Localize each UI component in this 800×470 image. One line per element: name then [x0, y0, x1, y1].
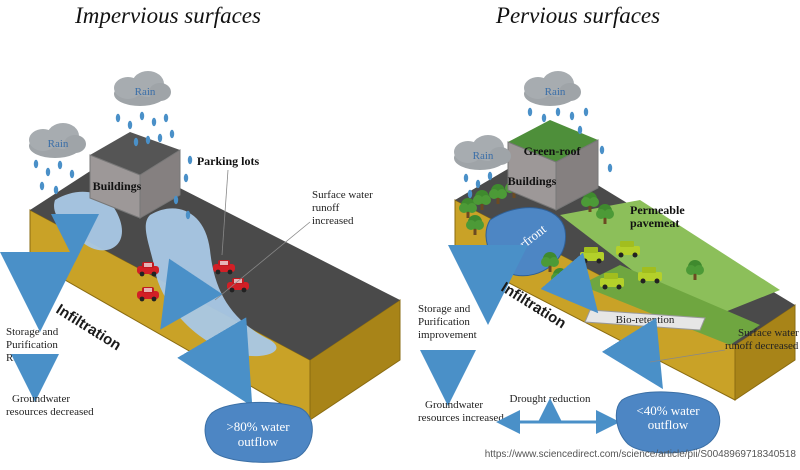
- left-infiltration-label: Infiltration: [53, 301, 124, 354]
- parking-lots-label: Parking lots: [197, 154, 260, 168]
- right-runoff-line-2: runoff decreased: [725, 340, 799, 352]
- permeable-line-1: Permeable: [630, 203, 685, 217]
- drought-label: Drought reduction: [510, 393, 591, 405]
- left-runoff-leader: [214, 221, 311, 301]
- left-rain-label-2: Rain: [48, 138, 69, 150]
- right-soil-side: [734, 304, 796, 401]
- green-roof-label: Green-roof: [524, 144, 582, 158]
- right-groundwater-line-1: Groundwater: [425, 399, 483, 411]
- right-rain-label-1: Rain: [545, 86, 566, 98]
- left-building-roof: [90, 132, 180, 175]
- arrow-icon: [540, 252, 599, 314]
- parking-leader-line: [221, 169, 229, 256]
- permeable-line-2: pavemeat: [630, 216, 679, 230]
- arrow-icon: [601, 317, 663, 390]
- source-url: https://www.sciencedirect.com/science/ar…: [485, 449, 797, 460]
- left-runoff-line-1: Surface water: [312, 189, 373, 201]
- right-runoff-line-1: Surface water: [738, 327, 799, 339]
- left-outflow-pool: [204, 401, 313, 463]
- right-building-side: [555, 139, 599, 211]
- arrow-icon: [177, 317, 253, 407]
- right-storage-line-1: Storage and: [418, 303, 471, 315]
- right-green-edge: [580, 265, 760, 345]
- right-runoff-leader: [649, 349, 726, 363]
- left-outflow-line-1: >80% water: [226, 419, 290, 434]
- left-groundwater-line-1: Groundwater: [12, 393, 70, 405]
- right-outflow-line-2: outflow: [648, 417, 689, 432]
- right-outflow-line-1: <40% water: [636, 403, 700, 418]
- left-runoff-line-2: runoff: [312, 202, 340, 214]
- right-groundwater-line-2: resources increased: [418, 412, 504, 424]
- right-rain-label-2: Rain: [473, 150, 494, 162]
- bio-retention-label: Bio-retention: [616, 314, 675, 326]
- left-building-side: [139, 149, 181, 219]
- left-storage-line-3: Reduction: [6, 352, 52, 364]
- left-title: Impervious surfaces: [74, 3, 261, 28]
- right-title: Pervious surfaces: [495, 3, 660, 28]
- right-grass-zone: [560, 200, 780, 322]
- left-storage-line-1: Storage and: [6, 326, 59, 338]
- arrow-icon: [160, 258, 223, 330]
- left-rain-label-1: Rain: [135, 86, 156, 98]
- left-runoff-line-3: increased: [312, 215, 354, 227]
- left-buildings-label: Buildings: [93, 179, 142, 193]
- right-outflow-pool: [615, 391, 721, 454]
- left-outflow-line-2: outflow: [238, 434, 279, 449]
- left-groundwater-line-2: resources decreased: [6, 406, 94, 418]
- right-storage-line-3: improvement: [418, 329, 477, 341]
- right-buildings-label: Buildings: [508, 174, 557, 188]
- right-storage-line-2: Purification: [418, 316, 470, 328]
- left-storage-line-2: Purification: [6, 339, 58, 351]
